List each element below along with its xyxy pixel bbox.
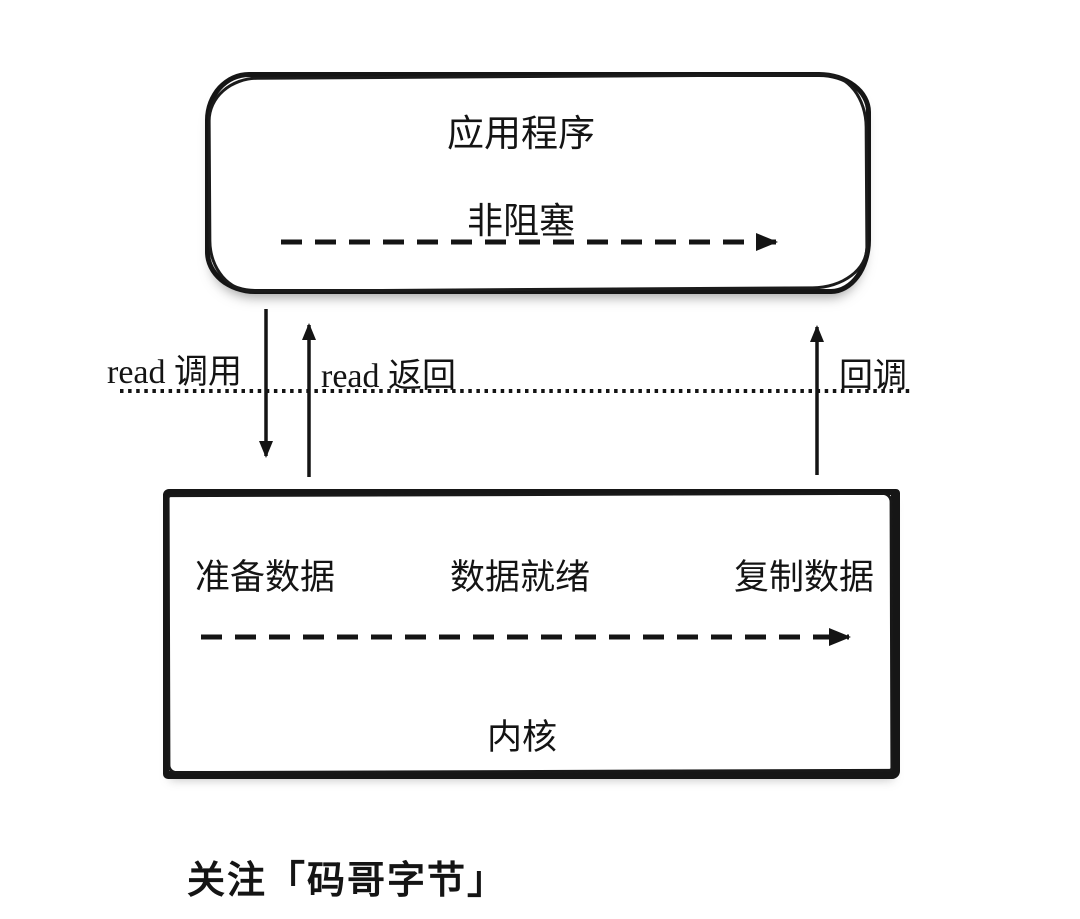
kernel-box-title: 内核: [486, 718, 557, 757]
read-return-label: read 返回: [321, 358, 457, 395]
read-call-label: read 调用: [107, 354, 243, 391]
kernel-box: 准备数据 数据就绪 复制数据 内核: [163, 489, 900, 779]
application-box: 应用程序 非阻塞: [205, 72, 871, 294]
watermark-caption: 关注「码哥字节」: [187, 860, 508, 902]
nonblocking-label: 非阻塞: [466, 201, 575, 241]
application-box-title: 应用程序: [447, 114, 595, 155]
callback-label: 回调: [839, 358, 907, 395]
stage-copy-data-label: 复制数据: [734, 558, 875, 597]
stage-prepare-data-label: 准备数据: [195, 558, 336, 597]
stage-data-ready-label: 数据就绪: [450, 558, 591, 597]
